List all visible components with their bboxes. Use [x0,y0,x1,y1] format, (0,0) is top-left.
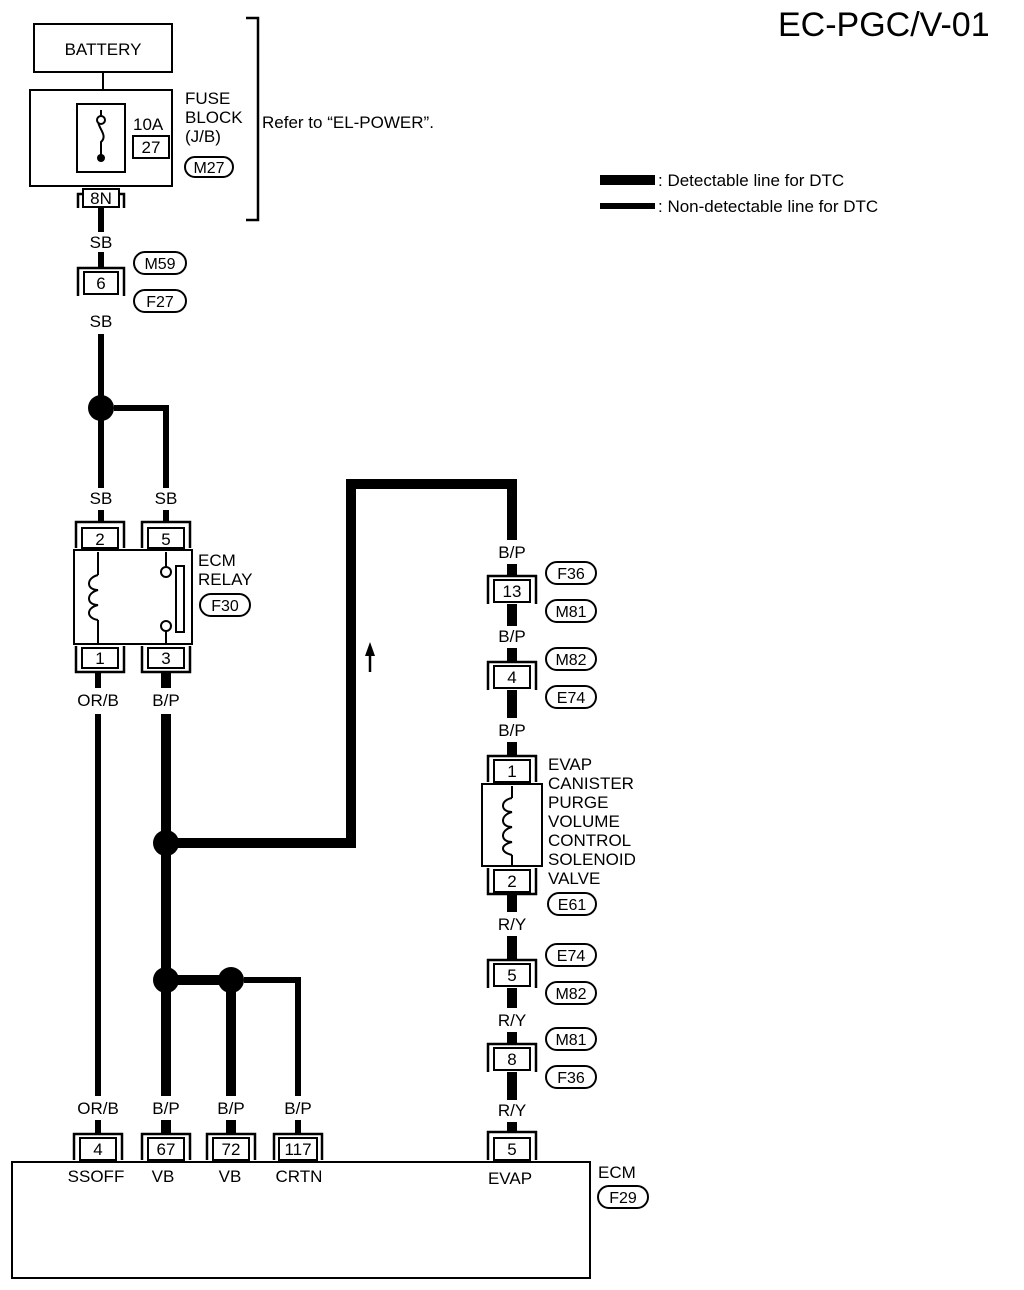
wire-color-bp-ecm117: B/P [284,1099,311,1118]
fuse-amps: 10A [133,115,164,134]
joint-connector-13: 13 F36 M81 [486,561,597,623]
relay-pin-3: 3 [161,649,170,668]
fuse-block: 10A 27 FUSE BLOCK (J/B) M27 8N [29,72,243,208]
joint-4-conn-a: M82 [555,652,586,669]
wire-color-sb-top: SB [90,233,113,252]
wire-color-ry-bot: R/Y [498,1101,526,1120]
up-arrow-icon [365,642,375,656]
ecm-terminal-vb-67: VB [152,1167,175,1186]
ecm-terminal-ssoff: SSOFF [68,1167,125,1186]
fuse-block-line1: FUSE [185,89,230,108]
joint-8-conn-b: F36 [557,1070,585,1087]
ecm-terminal-evap: EVAP [488,1169,532,1188]
solenoid-pin-1: 1 [507,762,516,781]
ecm-terminal-crtn: CRTN [276,1167,323,1186]
joint-connector-8: 8 M81 F36 [486,1027,597,1089]
relay-pin-2: 2 [95,530,104,549]
solenoid-connector: E61 [558,897,587,914]
fuse-block-line3: (J/B) [185,127,221,146]
joint-connector-5: 5 E74 M82 [486,943,597,1005]
ecm-relay-line2: RELAY [198,570,253,589]
ecm-pin-72: 72 [222,1140,241,1159]
legend: : Detectable line for DTC : Non-detectab… [600,171,878,216]
wire-color-bp-1: B/P [498,721,525,740]
ecm-pin-67: 67 [157,1140,176,1159]
joint-connector-4: 4 M82 E74 [486,647,597,709]
fuse-terminal: 8N [90,189,112,208]
ecm-pin-117: 117 [284,1140,311,1159]
solenoid-name-line-3: PURGE [548,793,608,812]
joint-connector-6: 6 M59 F27 [76,251,187,313]
wire-color-sb-mid: SB [90,312,113,331]
relay-pin-5: 5 [161,530,170,549]
joint-8-conn-a: M81 [555,1032,586,1049]
wire-color-orb-ecm: OR/B [77,1099,119,1118]
solenoid-name-line-7: VALVE [548,869,600,888]
joint-13-conn-b: M81 [555,604,586,621]
joint-5-pin: 5 [507,966,516,985]
wire-color-ry-mid: R/Y [498,1011,526,1030]
ecm-relay-connector: F30 [211,598,239,615]
ecm-connector: F29 [609,1190,637,1207]
wire-color-sb-right: SB [155,489,178,508]
fuse-block-line2: BLOCK [185,108,243,127]
wire-color-sb-left: SB [90,489,113,508]
relay-pin-1: 1 [95,649,104,668]
wire-color-bp-ecm67: B/P [152,1099,179,1118]
fuse-number: 27 [142,138,161,157]
evap-solenoid-valve: 1 2 EVAP CANISTER PURGE VOLUME CONTROL S… [481,754,636,916]
joint-4-pin: 4 [507,668,516,687]
joint-5-conn-a: E74 [557,948,586,965]
solenoid-name-line-6: SOLENOID [548,850,636,869]
page-title: EC-PGC/V-01 [778,6,990,44]
solenoid-name-line-1: EVAP [548,755,592,774]
battery-label: BATTERY [65,40,142,59]
battery: BATTERY [33,23,173,73]
solenoid-name-line-4: VOLUME [548,812,620,831]
wire-color-bp-4: B/P [498,627,525,646]
joint-13-conn-a: F36 [557,566,585,583]
wire-color-orb-relay: OR/B [77,691,119,710]
joint-8-pin: 8 [507,1050,516,1069]
refer-text: Refer to “EL-POWER”. [262,113,434,132]
wire-color-bp-ecm72: B/P [217,1099,244,1118]
ecm-pin-5: 5 [507,1140,516,1159]
refer-bracket [246,16,260,222]
joint-4-conn-b: E74 [557,690,586,707]
joint-13-pin: 13 [503,582,522,601]
wire-color-ry-top: R/Y [498,915,526,934]
joint-6-conn-b: F27 [146,294,174,311]
ecm-relay-line1: ECM [198,551,236,570]
fuse-block-connector: M27 [193,160,224,177]
ecm-pin-4: 4 [93,1140,102,1159]
ecm-terminal-vb-72: VB [219,1167,242,1186]
solenoid-name-line-2: CANISTER [548,774,634,793]
joint-5-conn-b: M82 [555,986,586,1003]
legend-non-detectable-label: : Non-detectable line for DTC [658,197,878,216]
joint-6-pin: 6 [96,274,105,293]
ecm-module: 4 67 72 117 5 SSOFF VB VB CRTN EVAP ECM … [11,1130,649,1279]
legend-detectable-label: : Detectable line for DTC [658,171,844,190]
wire-color-bp-relay: B/P [152,691,179,710]
wire-color-bp-13: B/P [498,543,525,562]
ecm-label: ECM [598,1163,636,1182]
joint-6-conn-a: M59 [144,256,175,273]
ecm-relay: 2 5 1 3 ECM RELAY F30 [73,520,253,674]
solenoid-pin-2: 2 [507,872,516,891]
solenoid-name-line-5: CONTROL [548,831,631,850]
